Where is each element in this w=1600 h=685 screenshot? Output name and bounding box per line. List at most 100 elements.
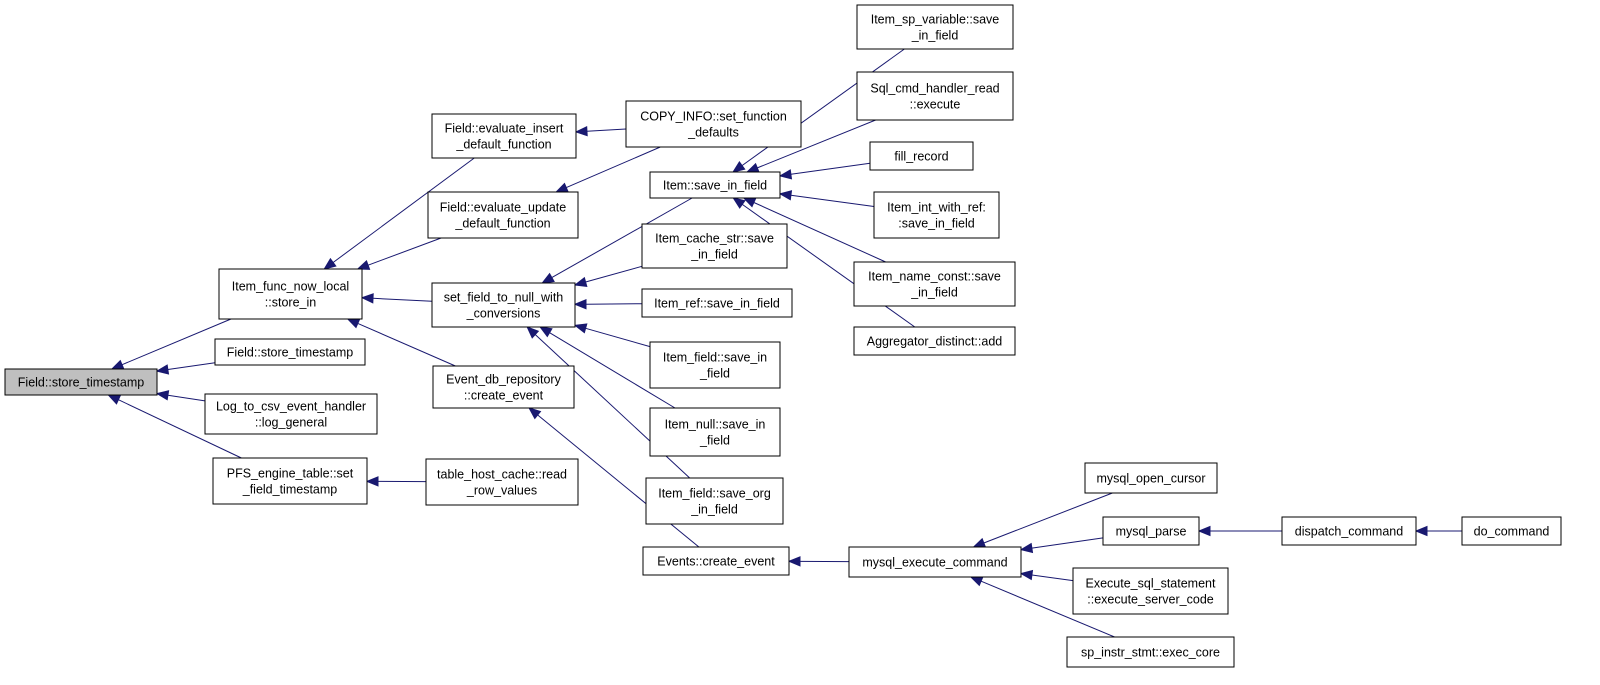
edge-arrowhead <box>538 326 553 338</box>
node-label: Log_to_csv_event_handler <box>216 400 366 414</box>
edge-line <box>357 322 456 367</box>
call-edge <box>538 326 676 409</box>
edge-arrowhead <box>787 556 801 567</box>
edge-arrowhead <box>573 323 588 334</box>
graph-node-host-cache[interactable]: table_host_cache::read_row_values <box>425 458 579 506</box>
node-label: sp_instr_stmt::exec_core <box>1081 646 1220 660</box>
graph-node-store-ts-main[interactable]: Field::store_timestamp <box>4 368 158 396</box>
node-box <box>1461 516 1562 546</box>
node-box <box>218 268 363 320</box>
graph-node-item-save[interactable]: Item::save_in_field <box>649 171 781 199</box>
graph-node-set-null[interactable]: set_field_to_null_with_conversions <box>431 282 576 328</box>
node-box <box>869 141 974 171</box>
node-label: Item_func_now_local <box>232 280 349 294</box>
graph-node-item-null[interactable]: Item_null::save_in_field <box>649 407 781 457</box>
call-edge <box>155 390 206 402</box>
call-edge <box>356 237 442 270</box>
node-label: _field <box>699 434 730 448</box>
graph-node-field-store-ts[interactable]: Field::store_timestamp <box>214 338 366 366</box>
edge-arrowhead <box>541 272 555 284</box>
node-box <box>856 71 1014 121</box>
graph-node-sp-var[interactable]: Item_sp_variable::save_in_field <box>856 4 1014 50</box>
edge-arrowhead <box>554 182 569 193</box>
graph-node-name-const[interactable]: Item_name_const::save_in_field <box>853 261 1016 307</box>
node-box <box>1072 567 1229 615</box>
edge-line <box>566 146 661 189</box>
edge-line <box>753 202 886 263</box>
node-box <box>1084 462 1218 494</box>
edge-arrowhead <box>360 293 374 304</box>
edge-line <box>537 414 700 548</box>
node-box <box>1281 516 1417 546</box>
node-box <box>1066 636 1235 668</box>
node-label: _in_field <box>690 503 738 517</box>
node-label: do_command <box>1474 525 1550 539</box>
node-box <box>848 546 1022 578</box>
node-box <box>4 368 158 396</box>
graph-node-exec-sql[interactable]: Execute_sql_statement::execute_server_co… <box>1072 567 1229 615</box>
edge-arrowhead <box>1019 569 1034 581</box>
graph-node-fill-record[interactable]: fill_record <box>869 141 974 171</box>
graph-node-sp-instr[interactable]: sp_instr_stmt::exec_core <box>1066 636 1235 668</box>
graph-node-pfs[interactable]: PFS_engine_table::set_field_timestamp <box>212 457 368 505</box>
node-box <box>642 546 790 576</box>
edge-line <box>118 399 242 459</box>
graph-node-cache-str[interactable]: Item_cache_str::save_in_field <box>641 223 788 269</box>
edge-line <box>790 194 875 207</box>
graph-node-do-command[interactable]: do_command <box>1461 516 1562 546</box>
edge-arrowhead <box>742 197 757 208</box>
graph-node-mysql-parse[interactable]: mysql_parse <box>1102 516 1200 546</box>
node-label: dispatch_command <box>1295 525 1403 539</box>
graph-node-aggr[interactable]: Aggregator_distinct::add <box>853 326 1016 356</box>
node-label: _default_function <box>454 217 550 231</box>
graph-node-eval-update[interactable]: Field::evaluate_update_default_function <box>427 191 579 239</box>
edge-arrowhead <box>528 407 542 420</box>
graph-node-item-field[interactable]: Item_field::save_in_field <box>649 341 781 389</box>
node-label: Item::save_in_field <box>663 179 767 193</box>
node-label: Item_int_with_ref: <box>887 201 986 215</box>
node-box <box>204 393 378 435</box>
node-label: ::create_event <box>464 389 544 403</box>
edge-arrowhead <box>745 162 760 173</box>
call-edge <box>573 323 651 348</box>
graph-node-field-org[interactable]: Item_field::save_org_in_field <box>645 477 784 525</box>
call-edge <box>110 318 232 370</box>
edge-arrowhead <box>323 257 337 270</box>
node-box <box>641 223 788 269</box>
graph-node-sql-handler[interactable]: Sql_cmd_handler_read::execute <box>856 71 1014 121</box>
call-edge <box>787 556 850 567</box>
node-box <box>873 191 1000 239</box>
edge-line <box>790 162 871 175</box>
node-box <box>856 4 1014 50</box>
node-label: _in_field <box>911 29 959 43</box>
call-edge <box>1019 537 1104 554</box>
node-label: ::store_in <box>265 296 316 310</box>
graph-node-events-create[interactable]: Events::create_event <box>642 546 790 576</box>
graph-node-eval-insert[interactable]: Field::evaluate_insert_default_function <box>431 113 577 159</box>
graph-node-event-db[interactable]: Event_db_repository::create_event <box>432 365 575 409</box>
graph-node-copy-info[interactable]: COPY_INFO::set_function_defaults <box>625 100 802 148</box>
graph-node-item-ref[interactable]: Item_ref::save_in_field <box>641 288 793 318</box>
graph-node-dispatch[interactable]: dispatch_command <box>1281 516 1417 546</box>
node-box <box>432 365 575 409</box>
node-label: PFS_engine_table::set <box>227 467 354 481</box>
node-box <box>431 282 576 328</box>
node-label: Item_field::save_org <box>658 487 771 501</box>
graph-node-now-local[interactable]: Item_func_now_local::store_in <box>218 268 363 320</box>
call-edge <box>365 476 427 487</box>
edge-line <box>585 327 651 348</box>
node-box <box>1102 516 1200 546</box>
edge-arrowhead <box>778 169 793 180</box>
call-edge <box>1197 525 1282 537</box>
call-edge <box>1414 525 1462 537</box>
node-label: _row_values <box>466 484 537 498</box>
edges-layer <box>107 48 1462 638</box>
graph-node-open-cursor[interactable]: mysql_open_cursor <box>1084 462 1218 494</box>
edge-arrowhead <box>573 276 588 287</box>
graph-node-mysql-exec[interactable]: mysql_execute_command <box>848 546 1022 578</box>
graph-node-int-ref[interactable]: Item_int_with_ref::save_in_field <box>873 191 1000 239</box>
node-label: Field::evaluate_update <box>440 201 567 215</box>
edge-arrowhead <box>1197 525 1211 537</box>
graph-node-log-csv[interactable]: Log_to_csv_event_handler::log_general <box>204 393 378 435</box>
node-box <box>853 261 1016 307</box>
